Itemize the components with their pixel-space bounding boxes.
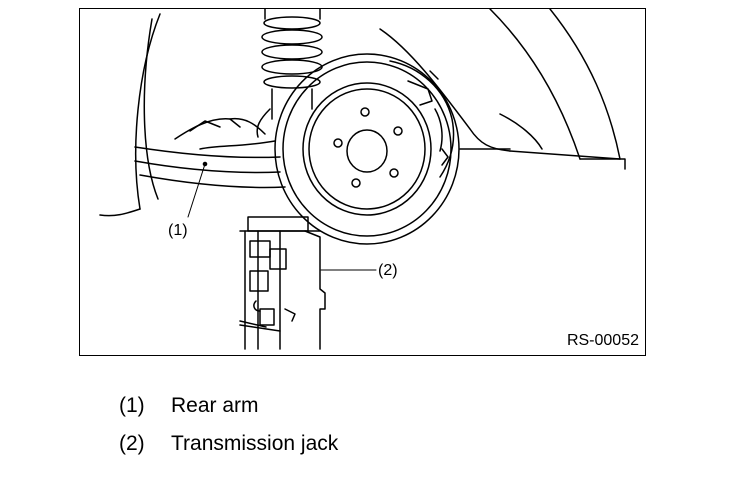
legend-item: (2) Transmission jack	[119, 425, 338, 463]
leader-lines	[187, 161, 377, 271]
callout-1: (1)	[168, 222, 188, 239]
callout-2: (2)	[378, 262, 398, 279]
coil-spring	[256, 9, 323, 138]
legend-text: Transmission jack	[171, 432, 339, 455]
figure-frame: (1) (2) RS-00052	[79, 8, 646, 356]
legend: (1) Rear arm (2) Transmission jack	[119, 387, 338, 463]
legend-number: (1)	[119, 394, 145, 417]
figure-code: RS-00052	[566, 332, 639, 349]
brake-drum	[274, 53, 460, 245]
legend-number: (2)	[119, 432, 145, 455]
body-panel	[99, 9, 626, 217]
suspension-illustration	[99, 9, 626, 350]
rear-arm	[134, 117, 286, 189]
legend-text: Rear arm	[171, 394, 259, 417]
leader-line-1	[187, 163, 206, 218]
transmission-jack	[239, 216, 326, 350]
backing-plate	[389, 60, 455, 178]
legend-item: (1) Rear arm	[119, 387, 338, 425]
